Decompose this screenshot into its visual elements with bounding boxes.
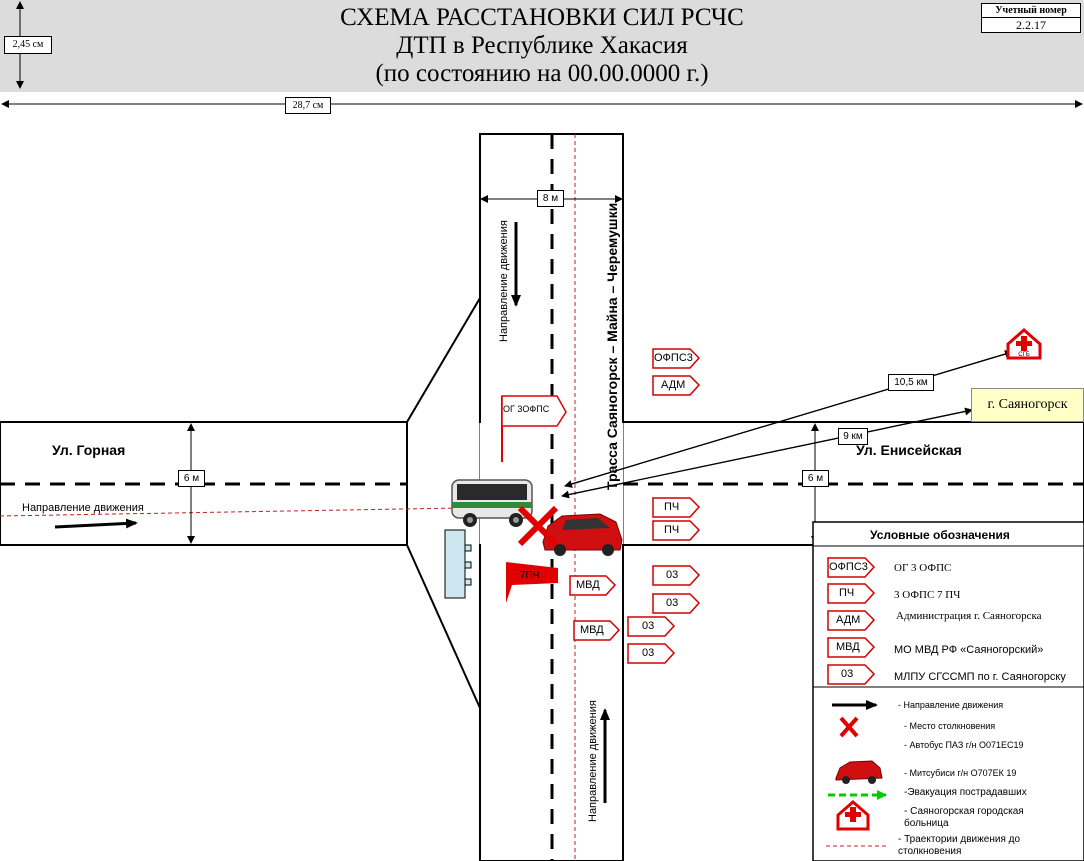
legend-evacuation-text: -Эвакуация пострадавших: [904, 787, 1027, 798]
marker-adm: [652, 375, 701, 396]
marker-mvd-2: [573, 620, 621, 641]
marker-03-2-label: 03: [666, 597, 679, 609]
legend-collision-icon: [839, 716, 859, 738]
legend-title: Условные обозначения: [870, 528, 1010, 542]
legend-code-ofps3: ОФПС3: [829, 561, 868, 573]
legend-text-adm: Администрация г. Саяногорска: [896, 610, 1042, 622]
flag-7pch-icon: [506, 562, 558, 603]
legend-text-ofps3: ОГ 3 ОФПС: [894, 562, 952, 574]
direction-text-left: Направление движения: [22, 502, 144, 514]
svg-text:СГБ: СГБ: [1018, 352, 1030, 358]
hospital-icon: СГБ: [1006, 328, 1042, 360]
legend-text-pch: 3 ОФПС 7 ПЧ: [894, 589, 961, 601]
highway-width-label: 8 м: [537, 190, 564, 207]
city-distance-label: 9 км: [838, 428, 868, 445]
legend-marker-pch: [827, 583, 876, 604]
flag-og3ofps-icon: [501, 395, 567, 462]
marker-mvd-1-label: МВД: [576, 579, 600, 591]
right-street-width-label: 6 м: [802, 470, 829, 487]
account-number-value: 2.2.17: [981, 17, 1081, 33]
left-street-width-label: 6 м: [178, 470, 205, 487]
marker-03-1: [652, 565, 701, 586]
legend-bus-text: - Автобус ПАЗ г/н О071ЕС19: [904, 740, 1024, 750]
marker-03-3: [627, 616, 676, 637]
legend-trajectory-text: - Траектории движения до столкновения: [898, 834, 1021, 857]
marker-ofps3: [652, 348, 701, 369]
header-bar: СХЕМА РАССТАНОВКИ СИЛ РСЧС ДТП в Республ…: [0, 0, 1084, 92]
legend-hospital-icon: [836, 800, 870, 831]
title-line-3: (по состоянию на 00.00.0000 г.): [375, 60, 709, 87]
legend-collision-text: - Место столкновения: [904, 721, 996, 731]
marker-pch-2: [652, 520, 701, 541]
legend-car-text: - Митсубиси г/н О707ЕК 19: [904, 768, 1017, 778]
title-line-2: ДТП в Республике Хакасия: [396, 32, 688, 59]
city-box-sayanogorsk: г. Саяногорск: [971, 388, 1084, 422]
hospital-distance-label: 10,5 км: [888, 374, 934, 391]
direction-text-down: Направление движения: [498, 220, 510, 342]
marker-03-4: [627, 643, 676, 664]
direction-text-up: Направление движения: [587, 700, 599, 822]
fire-truck-icon: [444, 529, 472, 599]
marker-03-2: [652, 593, 701, 614]
marker-pch-1: [652, 497, 701, 518]
flag-og3ofps-label: ОГ 3ОФПС: [503, 404, 550, 414]
legend-text-03: МЛПУ СГССМП по г. Саяногорску: [894, 671, 1066, 683]
legend-code-03: 03: [841, 668, 854, 680]
legend-car-icon: [835, 760, 883, 784]
marker-pch-1-label: ПЧ: [664, 501, 680, 513]
direction-right-arrow: [54, 518, 138, 529]
legend-direction-text: - Направление движения: [898, 700, 1004, 710]
bus-icon: [451, 479, 533, 527]
title-line-1: СХЕМА РАССТАНОВКИ СИЛ РСЧС: [340, 4, 744, 31]
legend-marker-03: [827, 664, 876, 685]
marker-mvd-1: [569, 575, 617, 596]
highway-label: Трасса Саяногорск – Майна – Черемушки: [604, 202, 620, 490]
legend-code-adm: АДМ: [836, 614, 861, 626]
marker-ofps3-label: ОФПС3: [654, 352, 693, 364]
marker-adm-label: АДМ: [661, 379, 686, 391]
street-label-gornaya: Ул. Горная: [52, 442, 126, 458]
marker-03-4-label: 03: [642, 647, 655, 659]
legend-code-pch: ПЧ: [839, 587, 855, 599]
marker-pch-2-label: ПЧ: [664, 524, 680, 536]
legend-marker-adm: [827, 610, 876, 631]
car-icon: [542, 513, 623, 556]
marker-03-3-label: 03: [642, 620, 655, 632]
marker-03-1-label: 03: [666, 569, 679, 581]
legend-marker-ofps3: [827, 557, 876, 578]
legend-marker-mvd: [827, 637, 876, 658]
flag-7pch-label: 7ПЧ: [520, 570, 540, 581]
street-label-eniseyskaya: Ул. Енисейская: [856, 442, 962, 458]
legend-hospital-text: - Саяногорская городская больница: [904, 806, 1024, 829]
height-dim-label: 2,45 см: [4, 36, 52, 54]
collision-icon: [517, 505, 559, 547]
legend-text-mvd: МО МВД РФ «Саяногорский»: [894, 644, 1044, 656]
width-dim-label: 28,7 см: [285, 97, 331, 114]
legend-code-mvd: МВД: [836, 641, 860, 653]
marker-mvd-2-label: МВД: [580, 624, 604, 636]
